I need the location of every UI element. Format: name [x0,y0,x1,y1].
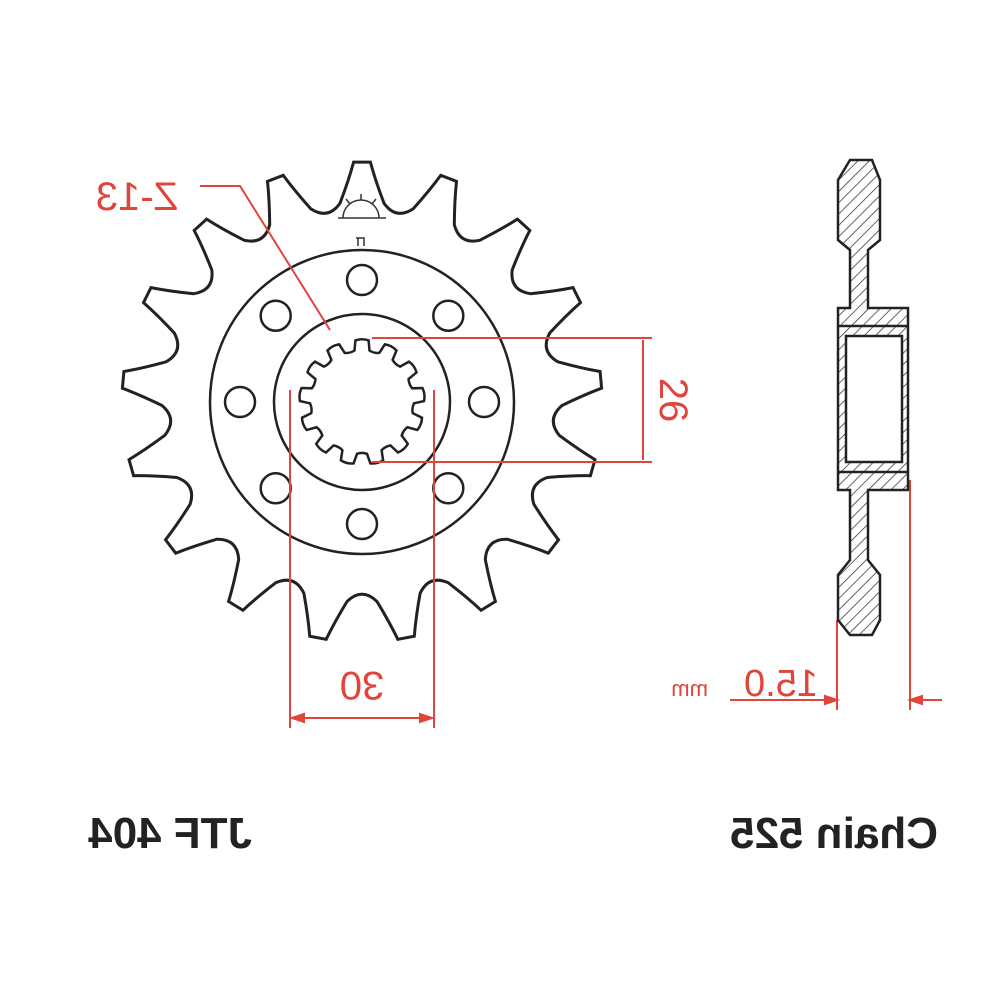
bolt-hole [467,385,501,419]
bolt-hole [345,263,379,297]
bolt-hole [432,472,465,505]
hub-ring-inner [272,312,452,492]
part-number: JTF 404 [88,809,252,858]
spline-bore [298,337,426,465]
bolt-hole [345,507,379,541]
bolt-holes [223,263,501,541]
teeth-label: Z-13 [96,175,178,219]
bolt-hole [223,385,257,419]
bolt-hole [432,299,465,332]
spline-diameter-label: 26 [651,378,695,423]
bolt-hole [259,472,292,505]
hub-ring-outer [208,248,516,556]
sprocket-teeth-outline [120,160,604,641]
dimension-lines [200,185,942,728]
thickness-unit: mm [671,676,708,701]
bolt-span-label: 30 [340,663,385,707]
thickness-label: 15.0 [744,663,818,705]
chain-size: Chain 525 [730,809,938,858]
logo-icon [338,194,386,246]
side-view [836,158,910,637]
bolt-hole [259,299,292,332]
